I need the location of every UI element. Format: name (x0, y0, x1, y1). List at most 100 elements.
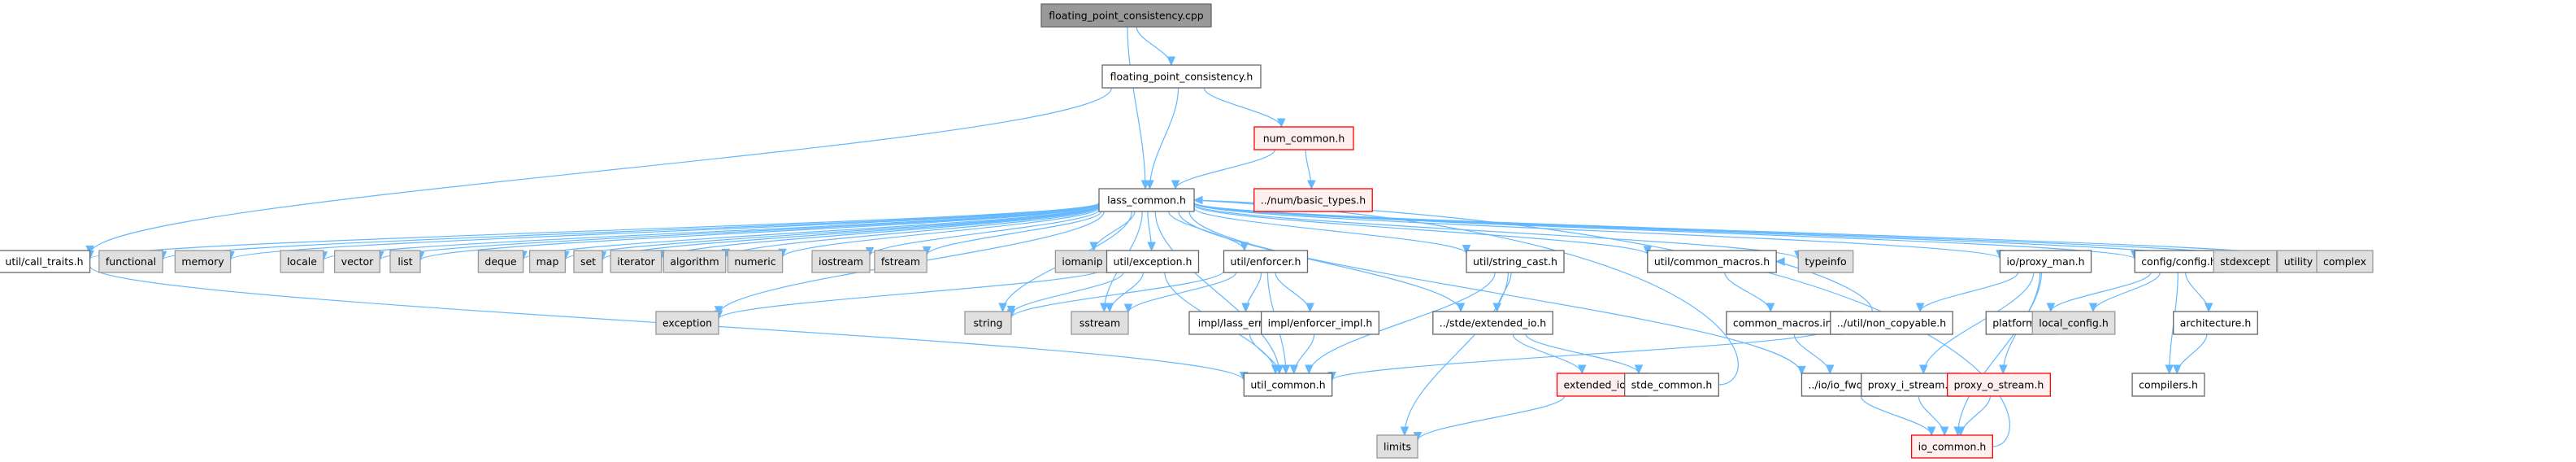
node-sstream[interactable]: sstream (1071, 311, 1129, 335)
node-fstream[interactable]: fstream (874, 250, 927, 273)
node-label: config/config.h (2141, 255, 2217, 268)
node-box (1830, 311, 1953, 335)
node-label: util/string_cast.h (1473, 255, 1557, 268)
node-label: compilers.h (2139, 379, 2198, 391)
node-lass-common-h[interactable]: lass_common.h (1098, 188, 1195, 212)
node-io-proxy-man-h[interactable]: io/proxy_man.h (1999, 250, 2092, 273)
edge-fpc_h-to-lass_common (1145, 87, 1179, 190)
node-string[interactable]: string (964, 311, 1012, 335)
nodes-layer: floating_point_consistency.cpp floating_p… (0, 3, 2374, 459)
arrowhead-icon (1766, 303, 1775, 313)
node-algorithm[interactable]: algorithm (662, 250, 727, 273)
node-local-config-h[interactable]: local_config.h (2031, 311, 2116, 335)
arrowhead-icon (1919, 364, 1928, 375)
node-iomanip[interactable]: iomanip (1054, 250, 1110, 273)
node-label: map (536, 255, 559, 268)
node-label: list (397, 255, 412, 268)
edge-line (1193, 199, 2010, 447)
node-box (2213, 250, 2278, 273)
node-util-call-traits-h[interactable]: util/call_traits.h (0, 250, 91, 273)
node-label: util/exception.h (1114, 255, 1192, 268)
arrowhead-icon (1940, 426, 1949, 437)
edge-line (1175, 149, 1275, 190)
node-util-enforcer-h[interactable]: util/enforcer.h (1223, 250, 1309, 273)
arrowhead-icon (2046, 303, 2056, 313)
node-proxy-i-stream-h[interactable]: proxy_i_stream.h (1861, 373, 1961, 397)
node-box (1253, 126, 1354, 150)
node-complex[interactable]: complex (2316, 250, 2374, 273)
node-stde-extended-io-h[interactable]: ../stde/extended_io.h (1432, 311, 1553, 335)
edge-line (1154, 211, 1280, 374)
node-label: proxy_o_stream.h (1954, 379, 2044, 391)
node-label: floating_point_consistency.h (1110, 71, 1253, 83)
node-vector[interactable]: vector (334, 250, 380, 273)
arrowhead-icon (1307, 180, 1316, 190)
edge-fpc_cpp-to-fpc_h (1136, 26, 1176, 67)
node-architecture-h[interactable]: architecture.h (2173, 311, 2258, 335)
node-set[interactable]: set (573, 250, 603, 273)
node-label: locale (287, 255, 317, 268)
node-numeric[interactable]: numeric (727, 250, 784, 273)
edge-line (718, 267, 1108, 320)
edge-enforcer_h-to-lass_errno (1241, 272, 1262, 313)
edge-line (1960, 395, 1992, 436)
node-box (174, 250, 232, 273)
node-num-basic-types-h[interactable]: ../num/basic_types.h (1253, 188, 1373, 212)
node-box (1797, 250, 1854, 273)
node-memory[interactable]: memory (174, 250, 232, 273)
arrowhead-icon (1305, 303, 1314, 313)
node-common-macros-inl[interactable]: common_macros.inl (1726, 311, 1842, 335)
node-box (528, 250, 567, 273)
edge-line (1512, 333, 1583, 374)
node-exception[interactable]: exception (655, 311, 719, 335)
node-box (1432, 311, 1553, 335)
arrowhead-icon (1171, 180, 1180, 190)
edge-config_h-to-architecture (2184, 272, 2213, 313)
edge-lass_common-to-io_fwd (1188, 211, 1806, 376)
node-deque[interactable]: deque (477, 250, 524, 273)
node-floating-point-consistency-h[interactable]: floating_point_consistency.h (1101, 64, 1262, 89)
node-label: stde_common.h (1631, 379, 1713, 391)
node-locale[interactable]: locale (280, 250, 324, 273)
node-config-config-h[interactable]: config/config.h (2134, 250, 2224, 273)
node-map[interactable]: map (528, 250, 567, 273)
node-util-string-cast-h[interactable]: util/string_cast.h (1466, 250, 1565, 273)
node-box (2316, 250, 2374, 273)
node-util-non-copyable-h[interactable]: ../util/non_copyable.h (1830, 311, 1953, 335)
node-impl-enforcer-impl-h[interactable]: impl/enforcer_impl.h (1260, 311, 1380, 335)
edge-line (1922, 272, 2035, 374)
edge-num_common-to-lass_common (1171, 149, 1275, 190)
node-label: string (974, 317, 1003, 329)
node-label: exception (662, 317, 712, 329)
node-iterator[interactable]: iterator (610, 250, 662, 273)
edge-line (1957, 272, 2041, 436)
node-compilers-h[interactable]: compilers.h (2131, 373, 2205, 397)
node-num-common-h[interactable]: num_common.h (1253, 126, 1354, 150)
arrowhead-icon (1956, 426, 1966, 437)
edge-io_fwd-to-io_common (1860, 395, 1936, 437)
edge-proxy_o_stream-to-io_common (1956, 395, 1992, 437)
node-limits[interactable]: limits (1376, 434, 1418, 459)
edge-line (1193, 203, 2001, 259)
edge-line (869, 209, 1100, 256)
node-util-exception-h[interactable]: util/exception.h (1106, 250, 1200, 273)
node-io-common-h[interactable]: io_common.h (1910, 434, 1994, 459)
node-floating-point-consistency-cpp[interactable]: floating_point_consistency.cpp (1040, 3, 1212, 28)
edge-architecture-to-compilers (2172, 333, 2208, 375)
node-util-common-macros-h[interactable]: util/common_macros.h (1647, 250, 1777, 273)
node-typeinfo[interactable]: typeinfo (1797, 250, 1854, 273)
edge-fpc_h-to-call_traits (85, 87, 1113, 255)
node-iostream[interactable]: iostream (811, 250, 871, 273)
node-util-common-h[interactable]: util_common.h (1243, 373, 1333, 397)
node-utility[interactable]: utility (2277, 250, 2320, 273)
node-box (1101, 64, 1262, 89)
node-proxy-o-stream-h[interactable]: proxy_o_stream.h (1946, 373, 2052, 397)
node-stdexcept[interactable]: stdexcept (2213, 250, 2278, 273)
edge-config_h-to-local_config (2088, 272, 2161, 313)
node-functional[interactable]: functional (98, 250, 163, 273)
edge-line (1010, 270, 1225, 318)
node-box (2134, 250, 2224, 273)
node-stde-common-h[interactable]: stde_common.h (1624, 373, 1719, 397)
node-list[interactable]: list (389, 250, 421, 273)
node-label: algorithm (670, 255, 719, 268)
